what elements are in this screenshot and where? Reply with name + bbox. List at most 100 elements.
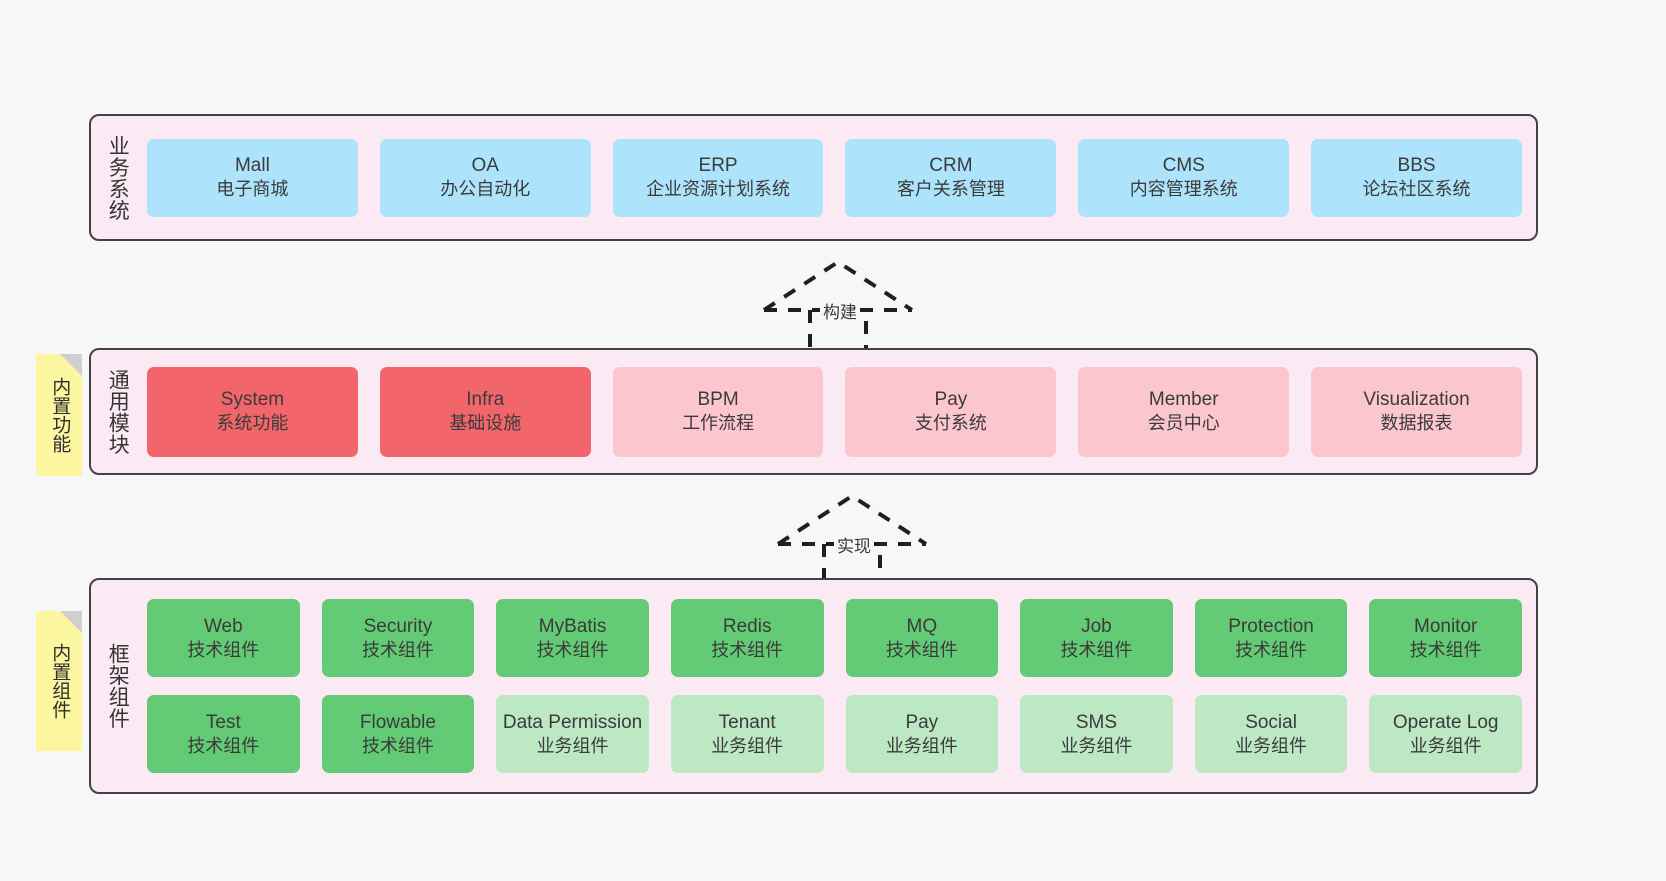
- layer-body-business-systems: Mall 电子商城 OA 办公自动化 ERP 企业资源计划系统 CRM 客户关系…: [143, 116, 1536, 239]
- card-subtitle: 论坛社区系统: [1362, 179, 1471, 200]
- card-title: Redis: [722, 615, 772, 637]
- card-erp[interactable]: ERP 企业资源计划系统: [612, 138, 824, 217]
- card-title: Test: [205, 711, 241, 733]
- card-mq[interactable]: MQ 技术组件: [845, 599, 999, 677]
- card-bbs[interactable]: BBS 论坛社区系统: [1311, 138, 1522, 217]
- card-title: CRM: [929, 155, 973, 177]
- card-subtitle: 企业资源计划系统: [646, 179, 791, 200]
- card-subtitle: 技术组件: [361, 735, 434, 756]
- arrow-build: 构建: [758, 258, 918, 356]
- card-title: Member: [1148, 389, 1219, 411]
- card-monitor[interactable]: Monitor 技术组件: [1369, 599, 1522, 677]
- card-infra[interactable]: Infra 基础设施: [379, 366, 591, 457]
- card-title: MQ: [906, 615, 938, 637]
- card-title: BPM: [697, 389, 739, 411]
- arrow-label-build: 构建: [820, 298, 860, 323]
- card-title: CMS: [1162, 155, 1205, 177]
- layer-title-framework-components: 框架组件: [106, 643, 130, 729]
- card-mybatis[interactable]: MyBatis 技术组件: [496, 599, 649, 677]
- card-subtitle: 会员中心: [1147, 413, 1220, 434]
- card-row: Mall 电子商城 OA 办公自动化 ERP 企业资源计划系统 CRM 客户关系…: [147, 138, 1522, 217]
- card-row: Web 技术组件 Security 技术组件 MyBatis 技术组件 Redi…: [147, 599, 1522, 677]
- card-subtitle: 数据报表: [1380, 413, 1453, 434]
- card-title: MyBatis: [538, 615, 607, 637]
- note-builtin-components[interactable]: 内置组件: [36, 611, 82, 751]
- card-test[interactable]: Test 技术组件: [147, 695, 300, 773]
- card-title: BBS: [1397, 155, 1436, 177]
- note-label: 内置组件: [49, 643, 71, 719]
- card-title: ERP: [698, 155, 738, 177]
- card-title: Infra: [466, 389, 505, 411]
- card-subtitle: 技术组件: [187, 735, 260, 756]
- card-title: Flowable: [359, 711, 436, 733]
- card-data-permission[interactable]: Data Permission 业务组件: [496, 695, 649, 773]
- card-social[interactable]: Social 业务组件: [1194, 695, 1348, 773]
- card-operate-log[interactable]: Operate Log 业务组件: [1369, 695, 1522, 773]
- card-subtitle: 基础设施: [449, 413, 522, 434]
- card-bpm[interactable]: BPM 工作流程: [612, 366, 824, 457]
- card-title: Pay: [905, 711, 939, 733]
- card-title: Security: [363, 615, 433, 637]
- card-row: Test 技术组件 Flowable 技术组件 Data Permission …: [147, 695, 1522, 773]
- card-subtitle: 技术组件: [361, 639, 434, 660]
- card-row: System 系统功能 Infra 基础设施 BPM 工作流程 Pay 支付系统…: [147, 366, 1522, 457]
- card-title: System: [220, 389, 285, 411]
- card-subtitle: 业务组件: [1409, 735, 1482, 756]
- card-title: SMS: [1075, 711, 1118, 733]
- card-subtitle: 业务组件: [1060, 735, 1133, 756]
- card-subtitle: 业务组件: [1235, 735, 1308, 756]
- note-builtin-features[interactable]: 内置功能: [36, 354, 82, 476]
- card-security[interactable]: Security 技术组件: [321, 599, 475, 677]
- card-sms[interactable]: SMS 业务组件: [1020, 695, 1173, 773]
- arrow-label-implement: 实现: [834, 532, 874, 557]
- card-title: Web: [203, 615, 243, 637]
- card-subtitle: 电子商城: [216, 179, 289, 200]
- card-title: Tenant: [718, 711, 776, 733]
- card-pay-module[interactable]: Pay 支付系统: [845, 366, 1057, 457]
- card-flowable[interactable]: Flowable 技术组件: [321, 695, 475, 773]
- card-title: Social: [1245, 711, 1297, 733]
- card-subtitle: 系统功能: [216, 413, 289, 434]
- card-crm[interactable]: CRM 客户关系管理: [845, 138, 1057, 217]
- card-mall[interactable]: Mall 电子商城: [147, 138, 358, 217]
- card-subtitle: 工作流程: [682, 413, 755, 434]
- layer-body-common-modules: System 系统功能 Infra 基础设施 BPM 工作流程 Pay 支付系统…: [143, 350, 1536, 473]
- card-subtitle: 技术组件: [1409, 639, 1482, 660]
- card-subtitle: 技术组件: [187, 639, 260, 660]
- card-subtitle: 业务组件: [711, 735, 784, 756]
- card-title: Operate Log: [1392, 711, 1499, 733]
- layer-framework-components: 框架组件 Web 技术组件 Security 技术组件 MyBatis 技术组件…: [89, 578, 1538, 794]
- layer-title-business-systems: 业务系统: [106, 134, 130, 221]
- layer-business-systems: 业务系统 Mall 电子商城 OA 办公自动化 ERP 企业资源计划系统 CRM…: [89, 114, 1538, 241]
- card-redis[interactable]: Redis 技术组件: [670, 599, 824, 677]
- card-protection[interactable]: Protection 技术组件: [1194, 599, 1348, 677]
- card-web[interactable]: Web 技术组件: [147, 599, 300, 677]
- card-subtitle: 技术组件: [885, 639, 958, 660]
- card-visualization[interactable]: Visualization 数据报表: [1311, 366, 1522, 457]
- card-subtitle: 客户关系管理: [896, 179, 1005, 200]
- card-system[interactable]: System 系统功能: [147, 366, 358, 457]
- card-pay-component[interactable]: Pay 业务组件: [845, 695, 999, 773]
- card-title: Mall: [234, 155, 270, 177]
- card-title: Visualization: [1363, 389, 1470, 411]
- card-cms[interactable]: CMS 内容管理系统: [1078, 138, 1290, 217]
- layer-common-modules: 通用模块 System 系统功能 Infra 基础设施 BPM 工作流程 Pay…: [89, 348, 1538, 475]
- card-subtitle: 内容管理系统: [1129, 179, 1238, 200]
- card-tenant[interactable]: Tenant 业务组件: [670, 695, 824, 773]
- card-title: Pay: [934, 389, 968, 411]
- card-subtitle: 技术组件: [711, 639, 784, 660]
- card-subtitle: 技术组件: [1060, 639, 1133, 660]
- card-title: Job: [1081, 615, 1112, 637]
- card-oa[interactable]: OA 办公自动化: [379, 138, 591, 217]
- card-subtitle: 技术组件: [1235, 639, 1308, 660]
- card-subtitle: 技术组件: [536, 639, 609, 660]
- card-title: Monitor: [1414, 615, 1478, 637]
- note-label: 内置功能: [49, 377, 71, 453]
- card-job[interactable]: Job 技术组件: [1020, 599, 1173, 677]
- card-title: Protection: [1228, 615, 1314, 637]
- card-member[interactable]: Member 会员中心: [1078, 366, 1290, 457]
- card-subtitle: 支付系统: [914, 413, 987, 434]
- card-subtitle: 业务组件: [885, 735, 958, 756]
- card-subtitle: 办公自动化: [440, 179, 531, 200]
